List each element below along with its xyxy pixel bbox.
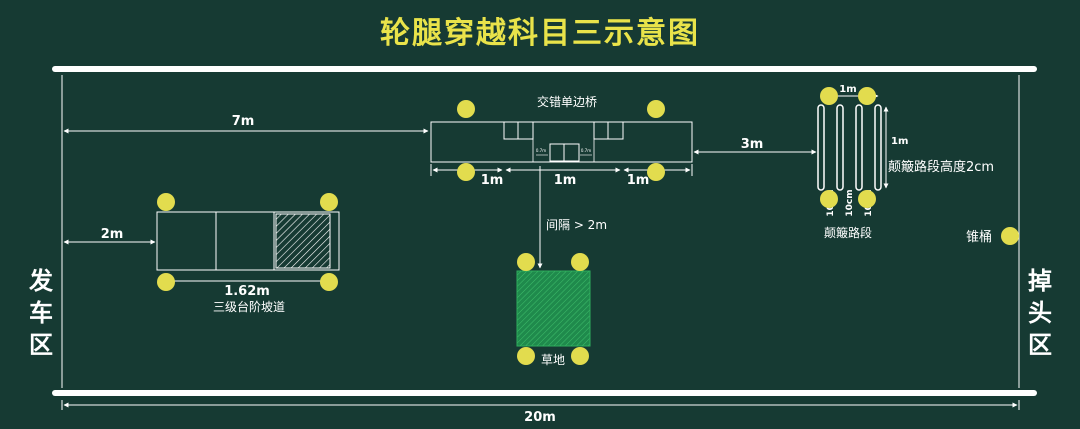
turn-zone-char: 区 [1028,331,1052,359]
bumps-length-dimension: 1m [883,106,908,189]
start-to-ramp-label: 2m [101,227,124,242]
bump-bar-3 [855,104,863,191]
turn-zone-char: 掉 [1028,267,1052,295]
bridge-segment-dimensions: 1m 1m 1m [430,164,693,188]
ramp-label: 三级台阶坡道 [213,299,285,314]
bump-bar-4 [874,104,882,191]
bumpy-road [817,104,882,191]
bridge-segment-2-label: 1m [554,173,577,188]
total-length-dimension: 20m [61,400,1020,425]
turn-zone-label: 掉 头 区 [1025,265,1055,361]
bridge-to-bumps-label: 3m [741,137,764,152]
bridge-to-bumps-dimension: 3m [693,137,817,155]
cone-icon [647,100,665,118]
bumps-label: 颠簸路段 [824,225,872,240]
turn-zone-char: 头 [1028,299,1052,327]
cone-icon [858,87,876,105]
total-length-label: 20m [524,410,556,425]
start-zone-char: 区 [29,331,53,359]
cone-icon [457,100,475,118]
bump-bar-1 [817,104,825,191]
start-zone-char: 车 [29,299,53,327]
ramp-length-dimension: 1.62m [158,278,338,299]
spacing-label: 间隔 > 2m [546,218,607,232]
bridge-segment-3-label: 1m [627,173,650,188]
ramp-length-label: 1.62m [224,284,270,299]
cone-icon [320,193,338,211]
bridge-segment-1-label: 1m [481,173,504,188]
start-zone-label: 发 车 区 [26,265,56,361]
grass-area [516,270,591,347]
bumps-height-label: 颠簸路段高度2cm [888,159,994,175]
bump-bar-2 [836,104,844,191]
cone-icon [517,347,535,365]
start-to-bridge-label: 7m [232,114,255,129]
ramp-top-step [275,213,331,269]
stair-ramp [156,211,340,271]
cones [157,87,1019,365]
cone-icon [157,193,175,211]
page-title: 轮腿穿越科目三示意图 [380,16,700,51]
cone-icon [457,163,475,181]
cone-icon [320,273,338,291]
bridge-small-mark-2: 0.7m [581,148,591,153]
spacing-dimension: 间隔 > 2m [537,166,607,269]
bridge-label: 交错单边桥 [537,94,597,109]
bumps-width-label: 1m [839,84,856,95]
cone-icon [647,163,665,181]
cone-legend-label: 锥桶 [966,230,992,245]
cone-icon [820,190,838,208]
start-to-ramp-dimension: 2m [63,227,156,245]
cone-icon [571,347,589,365]
cone-icon [820,87,838,105]
bridge-small-mark-1: 0.7m [536,148,546,153]
staggered-bridge: 0.7m 0.7m [430,121,693,163]
cone-icon [571,253,589,271]
start-to-bridge-dimension: 7m [63,114,429,134]
cone-icon [157,273,175,291]
bumps-length-label: 1m [891,136,908,147]
cone-legend-icon [1001,227,1019,245]
grass-label: 草地 [541,353,565,367]
bump-gap-2-label: 10cm [845,189,855,216]
start-zone-char: 发 [29,267,53,295]
cone-icon [517,253,535,271]
cone-icon [858,190,876,208]
